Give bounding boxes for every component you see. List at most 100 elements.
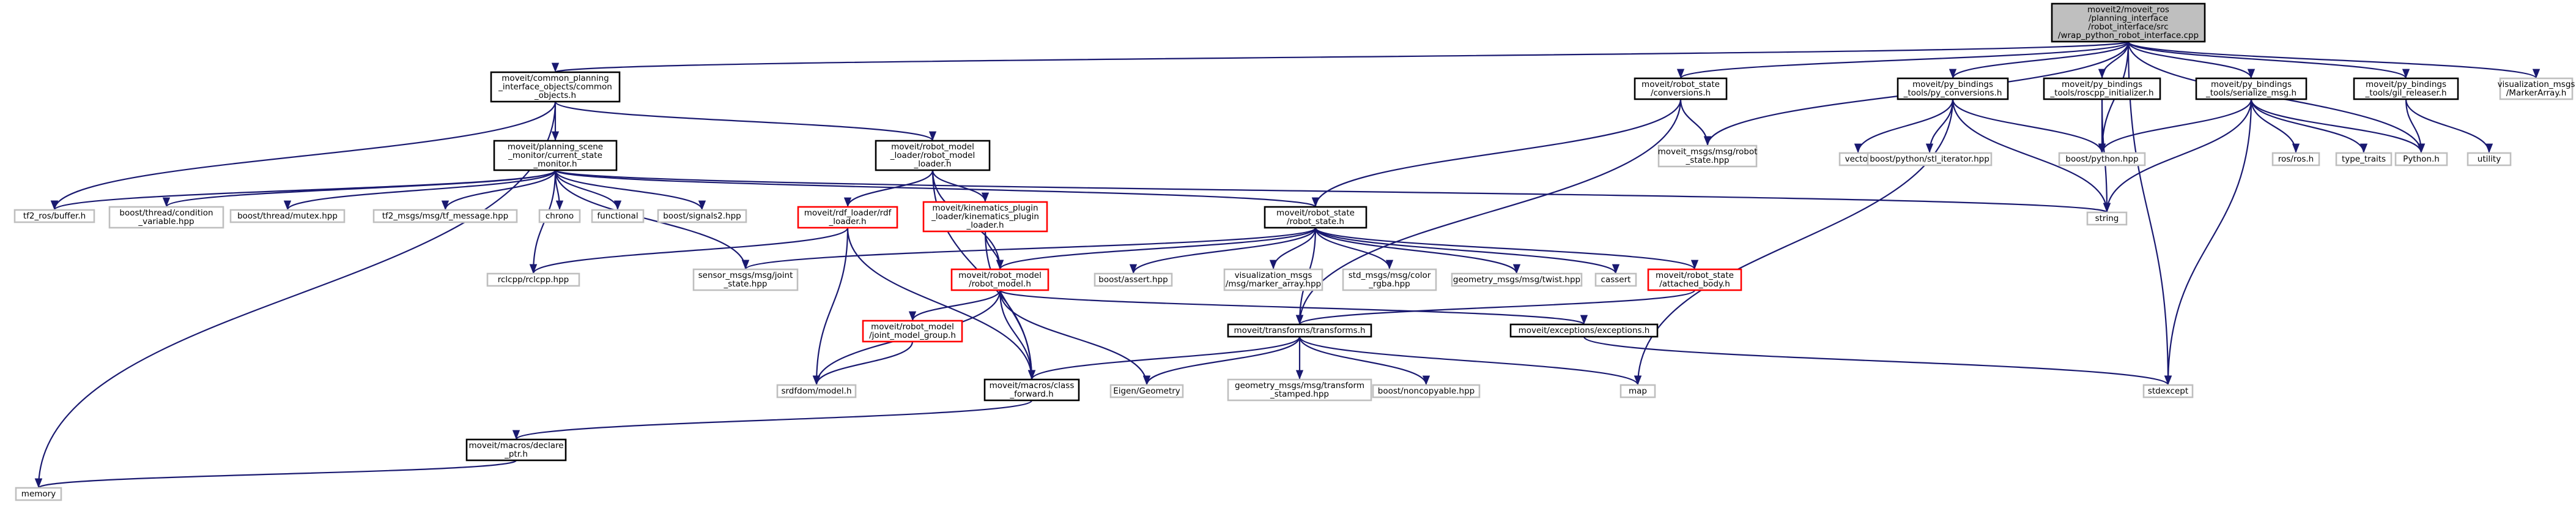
node-label-line: tf2_ros/buffer.h [23,211,86,221]
graph-node-typetraits: type_traits [2335,152,2393,166]
node-label-line: moveit/robot_model [958,271,1042,280]
edge-root-to-vismarr [2127,40,2540,80]
node-label-line: moveit/macros/declare [468,441,563,451]
edge-cpi-to-memory [34,101,557,488]
node-box [1227,378,1372,402]
node-label-line: moveit/py_bindings [2062,80,2142,89]
graph-node-rstate[interactable]: moveit/robot_state/robot_state.h [1264,206,1368,229]
edge-rstate-to-rmodel [996,227,1317,270]
node-label-line: moveit2/moveit_ros [2087,5,2169,15]
node-box [1342,268,1437,291]
graph-node-tf2msg: tf2_msgs/msg/tf_message.hpp [372,209,518,223]
graph-node-sermsg[interactable]: moveit/py_bindings_tools/serialize_msg.h [2195,77,2308,100]
node-box [657,209,747,223]
graph-node-attbody[interactable]: moveit/robot_state/attached_body.h [1647,268,1742,291]
graph-node-transforms[interactable]: moveit/transforms/transforms.h [1227,323,1372,338]
node-box [1264,206,1368,229]
graph-node-map: map [1619,384,1656,398]
edge-exceptions-to-stdexcept [1583,336,2172,386]
node-label-line: _loader/kinematics_plugin [931,212,1039,222]
edge-rml-to-urdf [843,170,934,208]
graph-node-twist: geometry_msgs/msg/twist.hpp [1451,272,1583,287]
graph-node-declptr[interactable]: moveit/macros/declare_ptr.h [465,438,567,462]
graph-node-classfwd[interactable]: moveit/macros/class_forward.h [983,378,1080,402]
edge-rstate-to-sjoint [742,227,1317,270]
graph-node-exceptions[interactable]: moveit/exceptions/exceptions.h [1509,323,1659,338]
node-label-line: tf2_msgs/msg/tf_message.hpp [382,211,508,221]
node-label-line: chrono [546,211,574,221]
graph-node-root[interactable]: moveit2/moveit_ros/planning_interface/ro… [2051,2,2206,43]
graph-node-psm[interactable]: moveit/planning_scene_monitor/current_st… [493,140,618,171]
graph-node-rsc[interactable]: moveit/robot_state/conversions.h [1634,77,1728,100]
edge-psm-to-functional [554,170,622,211]
edge-sermsg-to-pythonh [2250,99,2426,154]
node-label-line: boost/noncopyable.hpp [1378,386,1475,396]
node-box [2195,77,2308,100]
node-box [1619,384,1656,398]
graph-node-rmodel[interactable]: moveit/robot_model/robot_model.h [950,268,1049,291]
node-label-line: sensor_msgs/msg/joint [698,271,793,280]
node-box [1372,384,1481,398]
node-box [2353,77,2459,100]
edge-rml-to-kinplug [931,170,990,203]
node-label-line: moveit/planning_scene [508,142,603,152]
graph-node-chrono: chrono [538,209,581,223]
node-label-line: _tools/roscpp_initializer.h [2049,88,2153,98]
graph-node-bpy: boost/python.hpp [2058,152,2146,166]
graph-node-bpsi: boost/python/stl_iterator.hpp [1867,152,1993,166]
edge-cpi-to-rml [554,101,936,141]
graph-node-gil[interactable]: moveit/py_bindings_tools/gil_releaser.h [2353,77,2459,100]
node-label-line: /robot_state.h [1287,217,1344,226]
graph-node-sjoint: sensor_msgs/msg/joint_state.hpp [692,268,799,291]
graph-node-rosinit[interactable]: moveit/py_bindings_tools/roscpp_initiali… [2043,77,2161,100]
graph-node-jmg[interactable]: moveit/robot_model/joint_model_group.h [862,320,963,343]
node-label-line: _forward.h [1009,389,1053,399]
graph-node-kinplug[interactable]: moveit/kinematics_plugin_loader/kinemati… [922,201,1048,233]
graph-node-rclcpp: rclcpp/rclcpp.hpp [486,272,580,287]
node-box [229,209,346,223]
node-label-line: stdexcept [2148,386,2188,396]
edge-rstate-to-vismark [1269,227,1317,270]
node-box [2043,77,2161,100]
node-label-line: _rgba.hpp [1368,279,1410,289]
edge-pyconv-to-bpy [1952,99,2106,154]
graph-node-cpi[interactable]: moveit/common_planning_interface_objects… [490,71,621,103]
node-label-line: Python.h [2403,154,2440,164]
node-label-line: /robot_interface/src [2088,22,2168,32]
node-box [1509,323,1659,338]
node-label-line: _loader.h [966,220,1004,230]
node-box [1657,144,1758,168]
node-box [1109,384,1184,398]
node-label-line: vector [1845,154,1871,164]
node-label-line: _tools/serialize_msg.h [2205,88,2297,98]
node-label-line: /robot_model.h [969,279,1031,289]
graph-node-urdf[interactable]: moveit/rdf_loader/rdf_loader.h [797,206,898,229]
edge-transforms-to-map [1298,336,1641,386]
node-label-line: /joint_model_group.h [869,331,956,340]
node-box [15,487,62,501]
node-box [486,272,580,287]
node-label-line: boost/python/stl_iterator.hpp [1870,154,1989,164]
node-label-line: rclcpp/rclcpp.hpp [498,275,569,285]
graph-node-rosros: ros/ros.h [2271,152,2320,166]
edge-root-to-pyconv [1949,41,2130,79]
graph-node-string: string [2086,211,2128,226]
nodes-layer: moveit2/moveit_ros/planning_interface/ro… [13,2,2575,501]
graph-node-eigen: Eigen/Geometry [1109,384,1184,398]
node-label-line: geometry_msgs/msg/transform [1235,381,1364,391]
edge-rsc-to-rsmsg [1679,99,1712,146]
edge-root-to-cpi [552,40,2130,73]
edge-sermsg-to-rosros [2250,99,2300,154]
node-box [1867,152,1993,166]
graph-node-pyconv[interactable]: moveit/py_bindings_tools/py_conversions.… [1897,77,2009,100]
node-label-line: moveit/exceptions/exceptions.h [1519,326,1650,335]
graph-node-stdexcept: stdexcept [2142,384,2194,398]
node-box [2467,152,2512,166]
graph-node-rml[interactable]: moveit/robot_model_loader/robot_model_lo… [875,140,991,171]
edge-rmodel-to-jmg [908,290,1001,321]
node-label-line: string [2095,214,2119,223]
node-label-line: boost/thread/condition [119,208,213,218]
node-label-line: /MarkerArray.h [2506,88,2567,98]
graph-node-utility: utility [2467,152,2512,166]
graph-node-srdf: srdfdom/model.h [776,384,857,398]
